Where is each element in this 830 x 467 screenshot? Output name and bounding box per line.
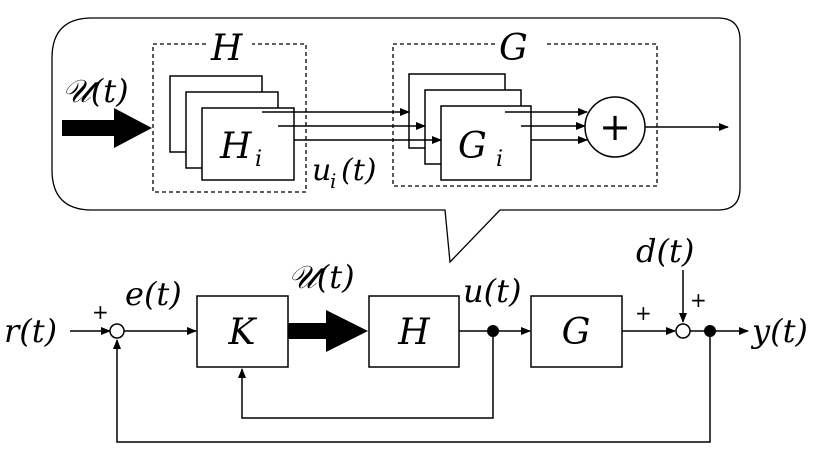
summing-junction-error	[109, 323, 125, 339]
block-k-label: K	[228, 312, 258, 353]
gi-block	[440, 105, 532, 181]
ui-arg: (t)	[341, 153, 376, 188]
block-h-label: H	[397, 312, 430, 353]
disturbance-sign: +	[690, 288, 707, 312]
inner-feedback-path	[238, 331, 494, 419]
block-k	[196, 295, 289, 368]
disturbance-label: d(t)	[636, 232, 694, 270]
h-group-label: H	[210, 28, 243, 69]
main-thick-arrow	[288, 310, 368, 352]
control-label: u(t)	[463, 272, 521, 310]
ui-sub: i	[330, 169, 336, 193]
error-label: e(t)	[125, 275, 182, 313]
ref-label: r(t)	[4, 312, 57, 350]
callout-thick-arrow	[62, 108, 152, 148]
gi-to-summer-arrows	[505, 108, 588, 144]
plant-sign: +	[635, 301, 652, 325]
gi-label: G	[458, 126, 487, 167]
output-label: y(t)	[750, 312, 808, 350]
g-group-label: G	[499, 28, 528, 69]
summing-junction-output	[675, 323, 691, 339]
gi-sub: i	[496, 147, 503, 172]
block-g-label: G	[562, 312, 591, 353]
main-input-label: 𝒰(t)	[288, 258, 355, 296]
hi-to-gi-arrows	[262, 108, 442, 144]
hi-label: H	[219, 126, 252, 167]
h-group-box	[152, 43, 307, 193]
ui-label: u	[312, 153, 331, 188]
h-group-label-bg	[208, 26, 252, 64]
block-h	[368, 295, 460, 368]
hi-block	[201, 107, 295, 181]
hi-sub: i	[255, 147, 262, 172]
ref-sign: +	[92, 300, 109, 324]
outer-feedback-path	[113, 331, 711, 443]
callout-input-label: 𝒰(t)	[62, 72, 129, 110]
callout-summer-plus: +	[599, 105, 631, 149]
g-group-label-bg	[496, 26, 544, 64]
